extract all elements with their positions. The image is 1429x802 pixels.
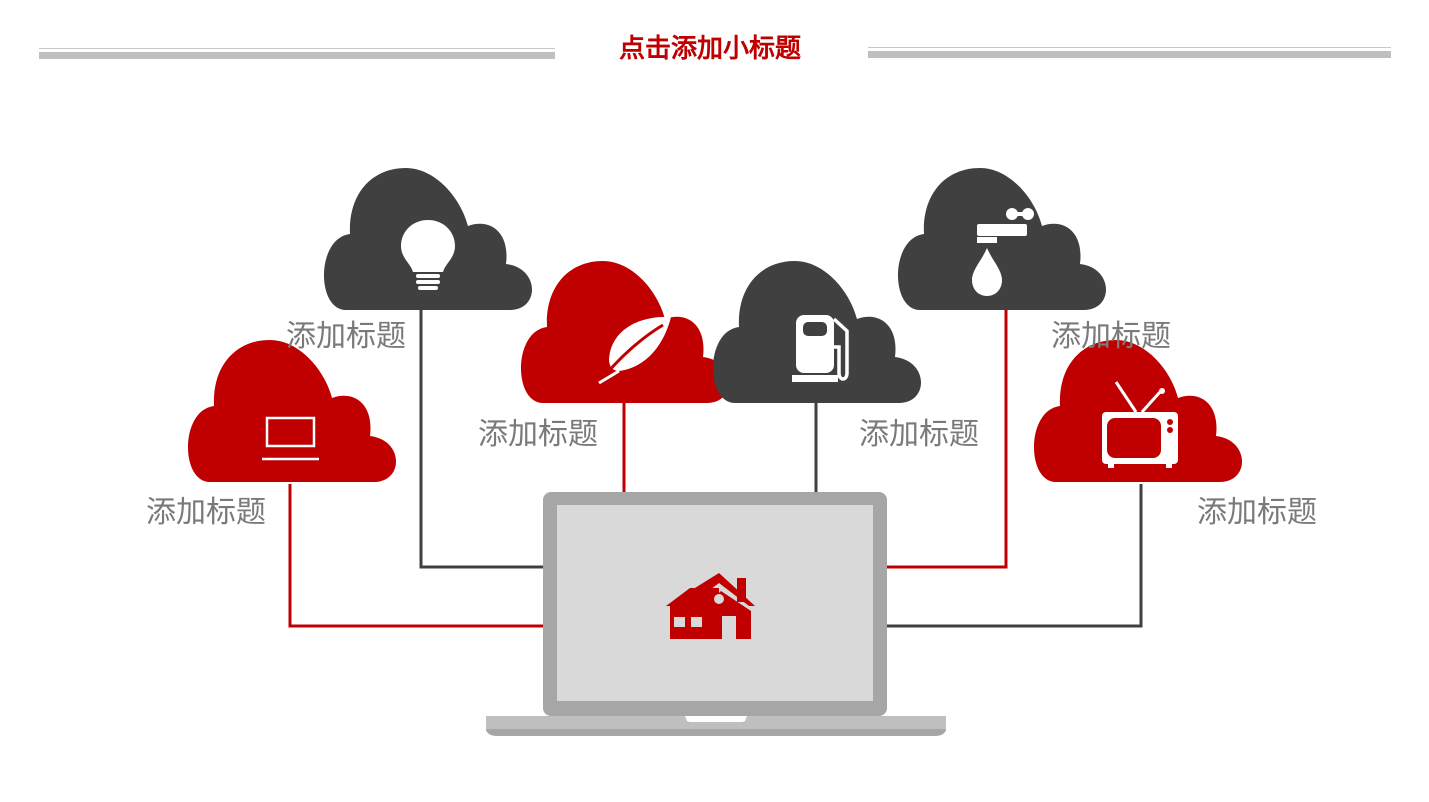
tv-icon <box>1102 381 1178 468</box>
label-tv[interactable]: 添加标题 <box>1197 495 1317 530</box>
cloud-tv[interactable] <box>1033 340 1243 482</box>
label-bulb[interactable]: 添加标题 <box>286 319 406 354</box>
label-fuel[interactable]: 添加标题 <box>859 417 979 452</box>
label-leaf[interactable]: 添加标题 <box>478 417 598 452</box>
leaf-icon <box>597 316 671 385</box>
house-icon <box>666 573 755 639</box>
faucet-icon <box>972 208 1034 296</box>
cloud-faucet[interactable] <box>897 168 1107 310</box>
cloud-leaf[interactable] <box>520 261 730 403</box>
label-laptop[interactable]: 添加标题 <box>146 495 266 530</box>
header-rule-right <box>868 47 1391 59</box>
laptop-icon <box>262 416 319 461</box>
page-title[interactable]: 点击添加小标题 <box>618 34 801 64</box>
connector-laptop <box>288 484 545 628</box>
fuel-pump-icon <box>792 315 849 382</box>
cloud-bulb[interactable] <box>323 168 533 310</box>
connector-bulb <box>419 310 545 569</box>
connector-tv <box>886 484 1143 628</box>
lightbulb-icon <box>401 220 455 290</box>
cloud-fuel[interactable] <box>712 261 922 403</box>
label-faucet[interactable]: 添加标题 <box>1051 319 1171 354</box>
cloud-laptop[interactable] <box>187 340 397 482</box>
connector-faucet <box>886 310 1008 569</box>
header-rule-left <box>39 48 555 60</box>
laptop-device <box>486 492 946 736</box>
